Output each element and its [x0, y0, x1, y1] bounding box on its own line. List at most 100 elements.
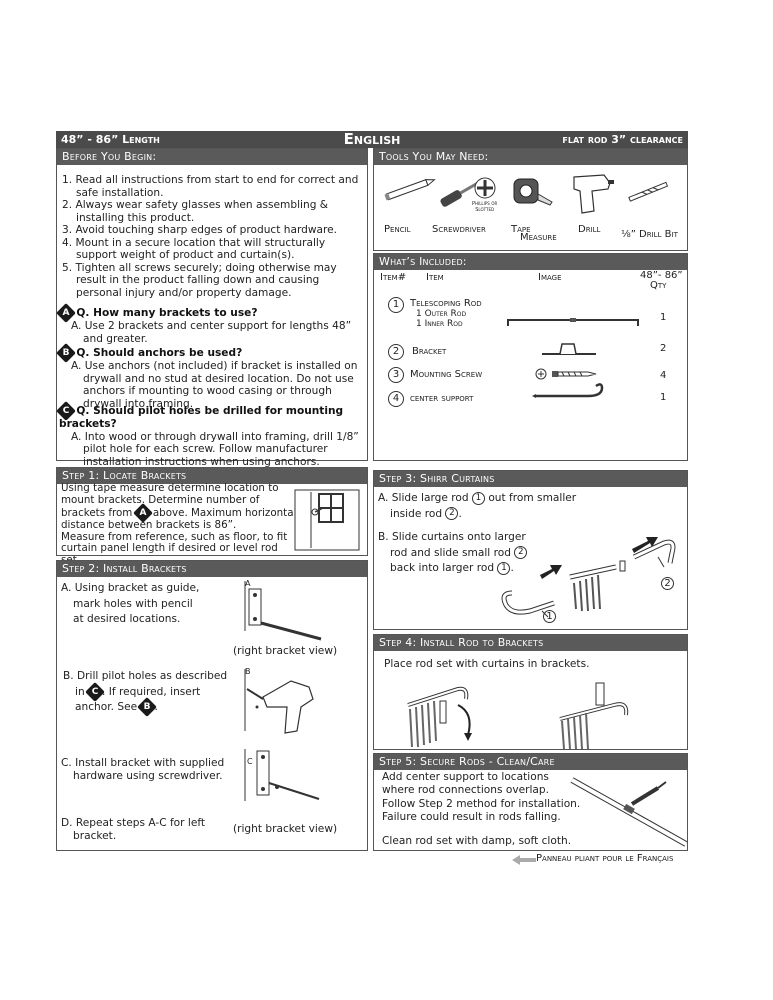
- french-panel-link[interactable]: Panneau pliant pour le Français: [536, 853, 674, 864]
- step2-d-text: D. Repeat steps A-C for left bracket.: [61, 817, 206, 842]
- view-note-2: (right bracket view): [233, 823, 338, 835]
- step3-panel: Step 3: Shirr Curtains A. Slide large ro…: [373, 470, 688, 630]
- drill-icon: [573, 174, 614, 214]
- tool-label-screwdriver: Screwdriver: [432, 224, 486, 235]
- step2-c-text: C. Install bracket with supplied hardwar…: [61, 757, 225, 782]
- row4-name: center support: [410, 393, 474, 404]
- tool-label-drill-bit: ⅛” Drill Bit: [621, 229, 678, 240]
- answer-a: A. Use 2 brackets and center support for…: [71, 320, 352, 345]
- row1-qty: 1: [660, 312, 667, 323]
- language-title: English: [343, 130, 401, 148]
- tool-label-measure: Measure: [520, 232, 557, 243]
- qa-b: B Q. Should anchors be used? A. Use anch…: [56, 343, 364, 410]
- answer-c: A. Into wood or through drywall into fra…: [71, 430, 359, 468]
- rule-1: 1. Read all instructions from start to e…: [62, 174, 359, 199]
- whats-included-panel: What’s Included: Item# Item Image 48”- 8…: [373, 253, 688, 461]
- step2-figure-b-drill: [244, 669, 314, 734]
- left-arrow-icon: [512, 855, 536, 865]
- col-item-no: Item#: [380, 272, 407, 283]
- qa-a: A Q. How many brackets to use? A. Use 2 …: [56, 303, 364, 345]
- question-c: Q. Should pilot holes be drilled for mou…: [59, 405, 344, 430]
- row3-qty: 4: [660, 370, 667, 381]
- install-rod-figure-right: [559, 682, 629, 750]
- phillips-tip-icon: [474, 177, 496, 199]
- rule-2: 2. Always wear safety glasses when assem…: [62, 199, 329, 224]
- step2-figure-a: [244, 581, 322, 641]
- step5-text: Add center support to locations where ro…: [382, 771, 581, 847]
- tools-header: Tools You May Need:: [374, 149, 687, 165]
- figure-c-label: C: [247, 757, 253, 766]
- rule-3: 3. Avoid touching sharp edges of product…: [62, 224, 338, 236]
- tool-label-drill: Drill: [578, 224, 601, 235]
- badge-c-ref-icon: C: [85, 681, 105, 702]
- row1-number: 1: [388, 297, 404, 313]
- tool-label-tape: Tape: [511, 224, 531, 235]
- badge-b-icon: B: [56, 343, 76, 363]
- center-support-figure: [570, 777, 688, 847]
- window-measure-image: [294, 489, 360, 551]
- step2-panel: Step 2: Install Brackets A. Using bracke…: [56, 560, 368, 851]
- fig-circle-1: 1: [543, 610, 556, 623]
- row3-number: 3: [388, 367, 404, 383]
- drill-bit-icon: [628, 181, 669, 202]
- badge-c-icon: C: [56, 401, 76, 421]
- product-label: flat rod 3” clearance: [562, 133, 683, 146]
- qa-c: C Q. Should pilot holes be drilled for m…: [56, 401, 364, 468]
- row4-number: 4: [388, 391, 404, 407]
- length-label: 48” - 86” Length: [61, 133, 160, 146]
- step3-text: A. Slide large rod 1 out from smaller in…: [378, 491, 577, 575]
- figure-b-label: B: [245, 667, 251, 676]
- center-support-image: [532, 383, 604, 398]
- step1-panel: Step 1: Locate Brackets Using tape measu…: [56, 467, 368, 566]
- circle-2-ref: 2: [445, 507, 459, 520]
- view-note-1: (right bracket view): [233, 645, 338, 657]
- row3-name: Mounting Screw: [410, 369, 483, 380]
- step1-text: Using tape measure determine location to…: [61, 482, 297, 565]
- mounting-screw-image: [535, 368, 597, 380]
- row1-name: Telescoping Rod: [410, 298, 482, 309]
- tape-measure-icon: [513, 178, 553, 206]
- rule-5: 5. Tighten all screws securely; doing ot…: [62, 261, 337, 299]
- step2-b-text: B. Drill pilot holes as described in C. …: [63, 669, 243, 717]
- shirr-curtains-figure: [501, 537, 676, 618]
- step2-figure-c: [244, 749, 320, 801]
- fig-circle-2: 2: [661, 577, 674, 590]
- rule-4: 4. Mount in a secure location that will …: [62, 236, 326, 262]
- step5-header: Step 5: Secure Rods - Clean/Care: [374, 754, 687, 770]
- telescoping-rod-image: [507, 318, 639, 326]
- before-you-begin-panel: Before You Begin: 1. Read all instructio…: [56, 148, 368, 468]
- col-item: Item: [426, 272, 444, 283]
- step5-panel: Step 5: Secure Rods - Clean/Care Add cen…: [373, 753, 688, 851]
- step1-header: Step 1: Locate Brackets: [57, 468, 367, 484]
- step4-header: Step 4: Install Rod to Brackets: [374, 635, 687, 651]
- pencil-icon: [384, 179, 436, 201]
- before-you-begin-header: Before You Begin:: [57, 149, 367, 165]
- step4-text: Place rod set with curtains in brackets.: [384, 658, 590, 670]
- install-rod-figure-left: [407, 686, 472, 748]
- step2-a-text: A. Using bracket as guide, mark holes wi…: [61, 582, 200, 625]
- col-image: Image: [538, 272, 562, 283]
- rules-list: 1. Read all instructions from start to e…: [62, 174, 362, 299]
- title-bar: 48” - 86” Length English flat rod 3” cle…: [56, 130, 688, 148]
- row1-sub1: 1 Outer Rod: [416, 309, 467, 319]
- circle-1-ref-b: 1: [497, 561, 511, 575]
- row4-qty: 1: [660, 392, 667, 403]
- bracket-image: [542, 343, 596, 355]
- question-b: Q. Should anchors be used?: [76, 347, 243, 359]
- answer-b: A. Use anchors (not included) if bracket…: [71, 360, 358, 410]
- step2-header: Step 2: Install Brackets: [57, 561, 367, 577]
- row2-qty: 2: [660, 343, 667, 354]
- circle-1-ref: 1: [471, 491, 485, 505]
- row2-name: Bracket: [412, 346, 447, 357]
- question-a: Q. How many brackets to use?: [76, 307, 258, 319]
- whats-included-header: What’s Included:: [374, 254, 687, 270]
- col-qty: Qty: [650, 280, 667, 291]
- step3-header: Step 3: Shirr Curtains: [374, 471, 687, 487]
- circle-2-ref-b: 2: [514, 546, 528, 559]
- col-qty-top: 48”- 86”: [640, 270, 683, 281]
- row1-sub2: 1 Inner Rod: [416, 319, 463, 329]
- step4-panel: Step 4: Install Rod to Brackets Place ro…: [373, 634, 688, 750]
- badge-a-icon: A: [56, 303, 76, 323]
